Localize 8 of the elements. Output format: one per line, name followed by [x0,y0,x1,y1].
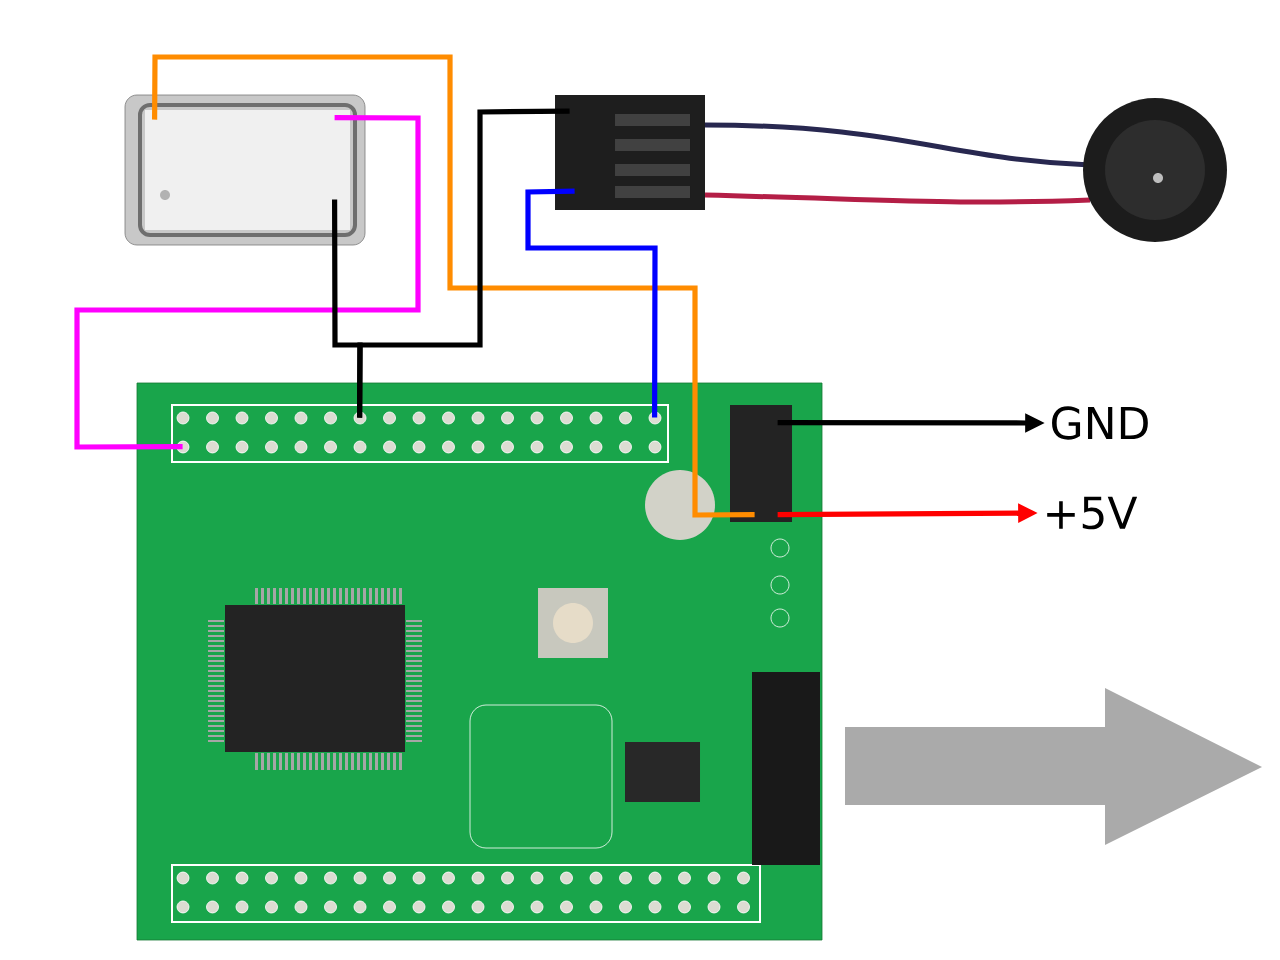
oscillator-drawing [124,94,366,246]
wire [152,54,755,518]
wire [357,108,570,418]
board-drawing [136,382,823,941]
terminal-label: GND [1052,406,1148,440]
buzzer-drawing [555,95,1227,242]
terminal-label: +5V [1047,496,1138,530]
wire [74,115,421,450]
